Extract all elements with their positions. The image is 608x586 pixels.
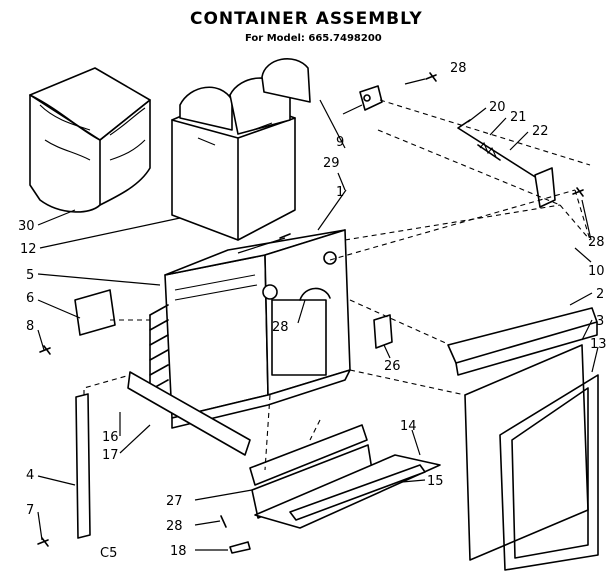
- figure-code: C5: [100, 546, 117, 561]
- callout-6: 6: [26, 291, 34, 306]
- part-26-clip: [373, 314, 393, 349]
- callout-13: 13: [590, 337, 607, 352]
- callout-16: 16: [102, 430, 119, 445]
- callout-20: 20: [489, 100, 506, 115]
- callout-18: 18: [170, 544, 187, 559]
- callout-7: 7: [26, 503, 34, 518]
- part-29-flap: [261, 58, 311, 103]
- callout-30: 30: [18, 219, 35, 234]
- callout-9: 9: [336, 135, 344, 150]
- callout-21: 21: [510, 110, 527, 125]
- callout-26: 26: [384, 359, 401, 374]
- model-subtitle: For Model: 665.7498200: [245, 33, 382, 44]
- callout-27: 27: [166, 494, 183, 509]
- part-13-door-frame: [499, 374, 599, 571]
- callout-2: 2: [596, 287, 604, 302]
- callout-29: 29: [323, 156, 340, 171]
- callout-labels: 1 2 3 4 5 6 7 8 9 10 12 13 14 15 16 17 1…: [18, 61, 607, 559]
- callout-4: 4: [26, 468, 34, 483]
- callout-28-right: 28: [588, 235, 605, 250]
- callout-17: 17: [102, 448, 119, 463]
- alignment-dashes: [83, 99, 591, 471]
- part-2-rail: [447, 307, 598, 376]
- callout-14: 14: [400, 419, 417, 434]
- callout-8: 8: [26, 319, 34, 334]
- callout-28-body: 28: [272, 320, 289, 335]
- callout-5: 5: [26, 268, 34, 283]
- part-5-container-body: [149, 229, 351, 429]
- leader-lines: [37, 78, 599, 551]
- callout-28-top: 28: [450, 61, 467, 76]
- part-3-door-panel: [464, 344, 589, 561]
- callout-15: 15: [427, 474, 444, 489]
- part-6-bracket: [74, 289, 116, 336]
- part-16-17-slide: [127, 371, 251, 456]
- callout-1: 1: [336, 185, 344, 200]
- callout-28-base: 28: [166, 519, 183, 534]
- part-12-liner: [171, 77, 296, 241]
- callout-3: 3: [596, 314, 604, 329]
- part-4-side-rail: [75, 393, 91, 539]
- part-27-base-channel: [249, 424, 373, 519]
- callout-12: 12: [20, 242, 37, 257]
- part-15-handle: [289, 464, 426, 521]
- part-18-pin: [229, 541, 251, 554]
- part-9-latch: [359, 85, 383, 111]
- callout-10: 10: [588, 264, 605, 279]
- screws: [37, 72, 584, 547]
- callout-22: 22: [532, 124, 549, 139]
- part-30-bag: [29, 67, 151, 213]
- diagram-title: CONTAINER ASSEMBLY: [190, 9, 423, 29]
